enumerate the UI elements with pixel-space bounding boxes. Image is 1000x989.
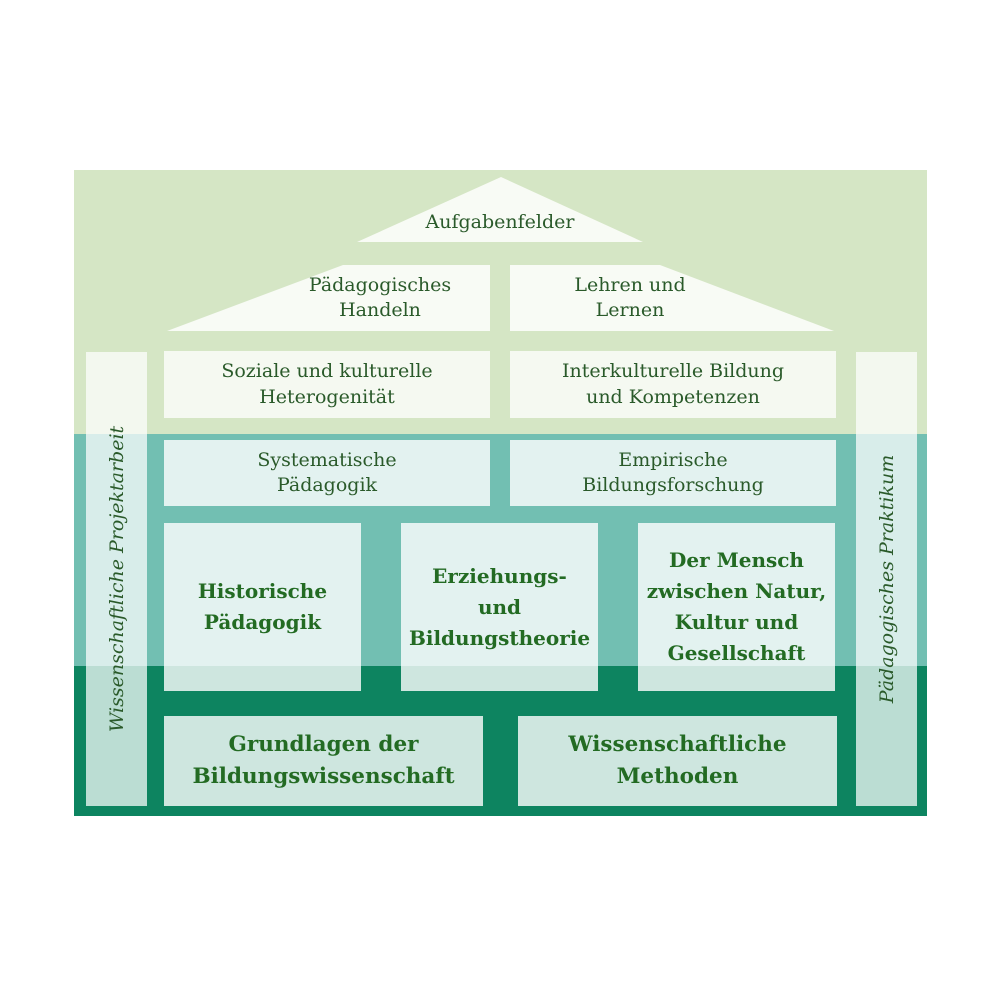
box-historical-pedagogy-label: Historische Pädagogik [197,579,328,634]
right-pillar: Pädagogisches Praktikum [856,352,917,806]
box-foundations-education-science: Grundlagen der Bildungswissenschaft [164,716,483,806]
roof-right-label: Lehren und Lernen [574,274,686,322]
box-social-cultural-heterogeneity-label: Soziale und kulturelle Heterogenität [221,360,433,408]
box-systematic-pedagogy: Systematische Pädagogik [164,440,490,506]
left-pillar: Wissenschaftliche Projektarbeit [86,352,147,806]
box-education-theory-label: Erziehungs- und Bildungstheorie [408,563,591,650]
box-scientific-methods-label: Wissenschaftliche Methoden [568,731,787,789]
box-empirical-research-label: Empirische Bildungsforschung [582,448,764,496]
box-social-cultural-heterogeneity: Soziale und kulturelle Heterogenität [164,351,490,418]
box-scientific-methods: Wissenschaftliche Methoden [518,716,837,806]
left-pillar-label: Wissenschaftliche Projektarbeit [105,425,128,733]
box-historical-pedagogy: Historische Pädagogik [164,523,361,691]
box-intercultural-education: Interkulturelle Bildung und Kompetenzen [510,351,836,418]
box-systematic-pedagogy-label: Systematische Pädagogik [257,448,397,496]
right-pillar-label: Pädagogisches Praktikum [875,454,898,704]
roof-peak-label: Aufgabenfelder [425,211,575,233]
box-intercultural-education-label: Interkulturelle Bildung und Kompetenzen [561,360,785,408]
box-empirical-research: Empirische Bildungsforschung [510,440,836,506]
roof-left-label: Pädagogisches Handeln [308,274,452,322]
box-human-nature-culture-society-label: Der Mensch zwischen Natur, Kultur und Ge… [646,548,827,665]
box-human-nature-culture-society: Der Mensch zwischen Natur, Kultur und Ge… [638,523,835,691]
box-education-theory: Erziehungs- und Bildungstheorie [401,523,598,691]
box-foundations-education-science-label: Grundlagen der Bildungswissenschaft [192,731,455,789]
